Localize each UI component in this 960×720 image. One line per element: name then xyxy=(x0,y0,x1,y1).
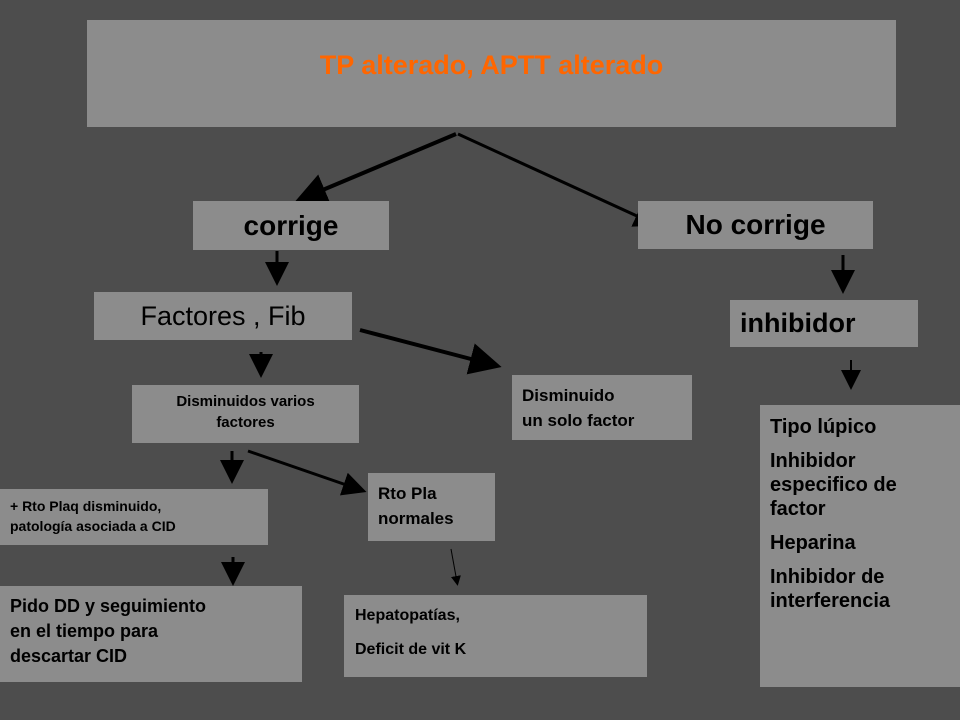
arrow-rto-pla-to-hepatopatias xyxy=(450,548,461,586)
rto-pla-line-1: Rto Pla xyxy=(378,484,437,503)
factores-box: Factores , Fib xyxy=(94,292,352,340)
solo-factor-line-2: un solo factor xyxy=(522,411,635,430)
disminuidos-varios-line-1: Disminuidos varios xyxy=(176,393,315,410)
tipo-lupico: Tipo lúpico xyxy=(770,415,960,439)
inhibidor-interferencia-line-1: Inhibidor de xyxy=(770,566,885,588)
inhibidor-especifico-line-1: Inhibidor xyxy=(770,450,856,472)
rto-plaq-box: + Rto Plaq disminuido, patología asociad… xyxy=(0,489,268,545)
rto-plaq-line-2: patología asociada a CID xyxy=(10,518,176,534)
solo-factor-box: Disminuido un solo factor xyxy=(512,375,692,440)
hepatopatias-line-1: Hepatopatías, xyxy=(355,607,460,624)
hepatopatias-box: Hepatopatías, Deficit de vit K xyxy=(344,595,647,677)
factores-label: Factores , Fib xyxy=(140,301,306,331)
pido-dd-line-2: en el tiempo para xyxy=(10,621,159,641)
arrow-factores-to-solo-factor xyxy=(359,328,502,375)
inhibidor-especifico-line-2: especifico de xyxy=(770,474,897,496)
solo-factor-line-1: Disminuido xyxy=(522,386,615,405)
hepatopatias-line-2: Deficit de vit K xyxy=(355,641,467,658)
title-text: TP alterado, APTT alterado xyxy=(319,50,664,80)
pido-dd-line-1: Pido DD y seguimiento xyxy=(10,596,207,616)
tipo-lupico-text: Tipo lúpico xyxy=(770,416,877,438)
rto-pla-box: Rto Pla normales xyxy=(368,473,495,541)
pido-dd-line-3: descartar CID xyxy=(10,646,128,666)
inhibidor-interferencia: Inhibidor de interferencia xyxy=(770,565,960,613)
rto-plaq-line-1: + Rto Plaq disminuido, xyxy=(10,498,162,514)
no-corrige-label: No corrige xyxy=(685,209,826,240)
rto-pla-line-2: normales xyxy=(378,509,454,528)
heparina-text: Heparina xyxy=(770,532,856,554)
heparina: Heparina xyxy=(770,531,960,555)
inhibidor-label: inhibidor xyxy=(740,308,856,338)
tipos-inhibidor-box: Tipo lúpico Inhibidor especifico de fact… xyxy=(760,405,960,687)
arrow-disminuidos-to-rto-pla xyxy=(247,449,367,496)
disminuidos-varios-box: Disminuidos varios factores xyxy=(132,385,359,443)
title-box: TP alterado, APTT alterado xyxy=(87,20,896,127)
inhibidor-especifico-line-3: factor xyxy=(770,498,826,520)
arrow-title-to-no-corrige xyxy=(457,132,659,227)
corrige-label: corrige xyxy=(243,210,339,241)
disminuidos-varios-line-2: factores xyxy=(216,414,275,431)
inhibidor-interferencia-line-2: interferencia xyxy=(770,590,891,612)
pido-dd-box: Pido DD y seguimiento en el tiempo para … xyxy=(0,586,302,682)
corrige-box: corrige xyxy=(193,201,389,250)
no-corrige-box: No corrige xyxy=(638,201,873,249)
inhibidor-box: inhibidor xyxy=(730,300,918,347)
arrow-title-to-corrige xyxy=(294,132,457,205)
inhibidor-especifico: Inhibidor especifico de factor xyxy=(770,449,960,521)
